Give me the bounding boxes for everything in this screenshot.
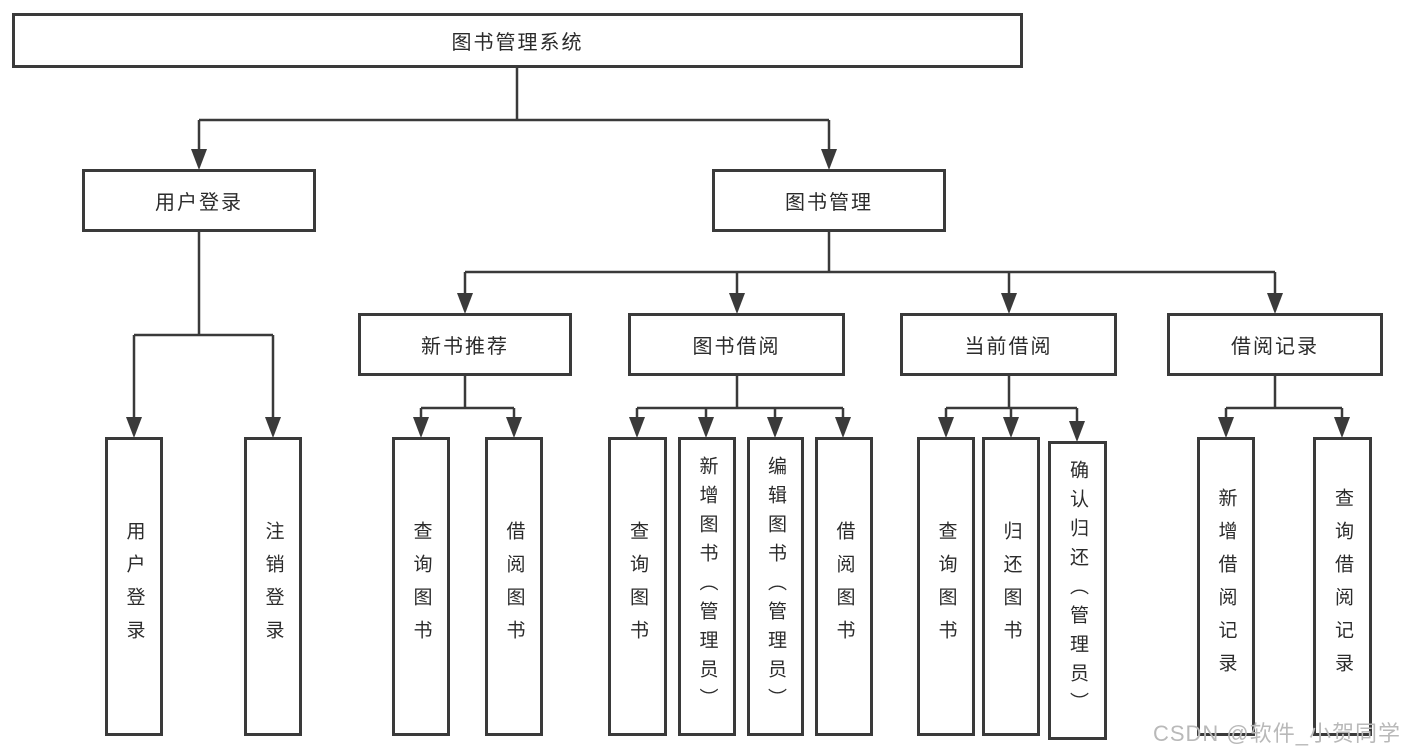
node-borrow-records: 借阅记录 <box>1167 313 1383 376</box>
arrowhead-icon <box>821 149 837 170</box>
node-book-borrow: 图书借阅 <box>628 313 845 376</box>
leaf-query-book: 查询图书 <box>608 437 667 736</box>
leaf-confirm-return-admin-label: 确认归还（管理员） <box>1067 460 1088 721</box>
leaf-return-book-label: 归还图书 <box>1000 520 1022 653</box>
arrowhead-icon <box>1218 417 1234 438</box>
node-root: 图书管理系统 <box>12 13 1023 68</box>
arrowhead-icon <box>506 417 522 438</box>
leaf-query-book-label: 查询图书 <box>627 520 648 653</box>
leaf-add-borrow-record-label: 新增借阅记录 <box>1215 487 1237 686</box>
arrowhead-icon <box>698 417 714 438</box>
arrowhead-icon <box>457 293 473 314</box>
node-borrow-records-label: 借阅记录 <box>1231 336 1319 358</box>
arrowhead-icon <box>767 417 783 438</box>
leaf-logout-label: 注销登录 <box>262 520 284 653</box>
leaf-user-login-label: 用户登录 <box>123 520 145 653</box>
arrowhead-icon <box>265 417 281 438</box>
node-book-management: 图书管理 <box>712 169 946 232</box>
arrowhead-icon <box>1001 293 1017 314</box>
leaf-query-borrow-record: 查询借阅记录 <box>1313 437 1372 736</box>
arrowhead-icon <box>1069 421 1085 442</box>
leaf-edit-book-admin-label: 编辑图书（管理员） <box>765 456 786 717</box>
node-root-label: 图书管理系统 <box>451 32 584 54</box>
node-user-login: 用户登录 <box>82 169 316 232</box>
node-new-book-recommend: 新书推荐 <box>358 313 572 376</box>
arrowhead-icon <box>1267 293 1283 314</box>
leaf-add-borrow-record: 新增借阅记录 <box>1197 437 1255 736</box>
leaf-user-login: 用户登录 <box>105 437 163 736</box>
leaf-query-borrow-record-label: 查询借阅记录 <box>1332 487 1353 686</box>
leaf-return-book: 归还图书 <box>982 437 1040 736</box>
node-new-book-recommend-label: 新书推荐 <box>421 336 509 358</box>
node-user-login-label: 用户登录 <box>155 192 243 214</box>
arrowhead-icon <box>1334 417 1350 438</box>
arrowhead-icon <box>629 417 645 438</box>
leaf-query-book-label: 查询图书 <box>935 520 957 653</box>
leaf-borrow-book: 借阅图书 <box>815 437 873 736</box>
leaf-query-book: 查询图书 <box>392 437 450 736</box>
node-current-borrow: 当前借阅 <box>900 313 1117 376</box>
leaf-add-book-admin-label: 新增图书（管理员） <box>696 456 718 717</box>
leaf-logout: 注销登录 <box>244 437 302 736</box>
node-current-borrow-label: 当前借阅 <box>964 336 1053 358</box>
arrowhead-icon <box>1003 417 1019 438</box>
arrowhead-icon <box>729 293 745 314</box>
leaf-query-book: 查询图书 <box>917 437 975 736</box>
arrowhead-icon <box>938 417 954 438</box>
leaf-borrow-book: 借阅图书 <box>485 437 543 736</box>
leaf-borrow-book-label: 借阅图书 <box>503 520 525 653</box>
arrowhead-icon <box>191 149 207 170</box>
node-book-management-label: 图书管理 <box>785 192 873 214</box>
arrowhead-icon <box>413 417 429 438</box>
leaf-borrow-book-label: 借阅图书 <box>833 520 855 653</box>
leaf-edit-book-admin: 编辑图书（管理员） <box>747 437 804 736</box>
arrowhead-icon <box>835 417 851 438</box>
leaf-query-book-label: 查询图书 <box>410 520 432 653</box>
leaf-confirm-return-admin: 确认归还（管理员） <box>1048 441 1107 740</box>
arrowhead-icon <box>126 417 142 438</box>
node-book-borrow-label: 图书借阅 <box>692 336 781 358</box>
watermark: CSDN @软件_小贺同学 <box>1152 721 1401 746</box>
leaf-add-book-admin: 新增图书（管理员） <box>678 437 736 736</box>
